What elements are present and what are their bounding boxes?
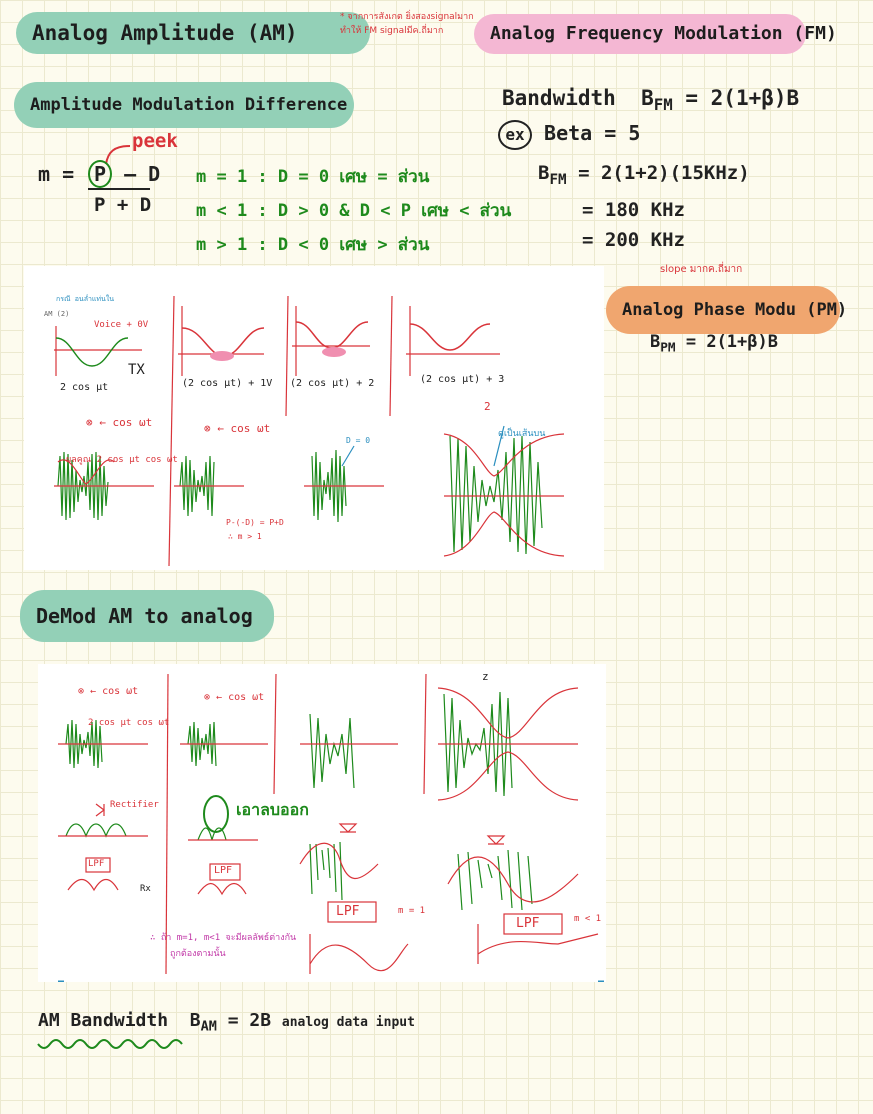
calc-line1: = 2(1+2)(15KHz)	[578, 162, 750, 184]
lpf-label-2: LPF	[214, 865, 233, 876]
pm-title: Analog Phase Modu (PM)	[622, 300, 848, 320]
m-eq-1-label: m = 1	[398, 906, 426, 916]
demod-drawing	[58, 673, 604, 982]
am-waveform-drawing	[54, 295, 565, 567]
pm-formula: BPM = 2(1+β)B	[650, 332, 778, 355]
rule-m-lt-1: m < 1 : D > 0 & D < P เศษ < ส่วน	[196, 201, 512, 221]
callout-label: เอาลบออก	[236, 800, 309, 819]
lpf-label-1: LPF	[88, 859, 105, 869]
peek-label: peek	[132, 130, 178, 152]
pm-title-pill: Analog Phase Modu (PM)	[606, 286, 847, 334]
am-bandwidth-sub: AM	[200, 1018, 217, 1035]
am-bandwidth-formula: = 2B	[227, 1010, 272, 1031]
expr4: (2 cos μt) + 3	[420, 374, 505, 385]
m-prefix: m =	[38, 162, 75, 186]
peek-arrow	[105, 145, 131, 165]
thai-note-line2: ทำให้ FM signalมีค.ถี่มาก	[340, 26, 444, 36]
z-label: z	[482, 670, 489, 683]
demod-title: DeMod AM to analog	[36, 604, 253, 628]
fraction-bar	[88, 188, 150, 190]
rule-m-eq-1: m = 1 : D = 0 เศษ = ส่วน	[196, 167, 430, 187]
amd-title: Amplitude Modulation Difference	[30, 95, 348, 115]
demod-multiply-label-1: ⊗ ← cos ωt	[78, 686, 139, 697]
m-numerator: P – D	[88, 160, 160, 188]
thai-note: * จากการสังเกต ยิ่งสองsignalมาก ทำให้ FM…	[340, 10, 474, 38]
am-bandwidth-label: AM Bandwidth	[38, 1010, 169, 1031]
calc-symbol: B	[538, 162, 550, 184]
voice-label: Voice + 0V	[94, 320, 149, 330]
fm-calculation: BFM = 2(1+2)(15KHz) = 180 KHz = 200 KHz	[538, 158, 750, 255]
demod-thai-note-line2: ถูกต้องตามนั้น	[170, 949, 226, 959]
numerator-rest: – D	[124, 162, 161, 186]
am-title-pill: Analog Amplitude (AM)	[16, 12, 370, 54]
demod-thai-note-line1: ∴ ถ้า m=1, m<1 จะมีผลลัพธ์ต่างกัน	[150, 933, 297, 943]
note-mid2: ∴ m > 1	[228, 532, 262, 541]
fig1-header: กรณี อนล่ำแท่นใน	[56, 295, 115, 303]
example-marker: ex	[498, 120, 532, 150]
fm-bandwidth-sub: FM	[653, 95, 673, 115]
d-zero-label: D = 0	[346, 436, 371, 445]
pm-sub: PM	[660, 340, 676, 356]
note-mid: P-(-D) = P+D	[226, 518, 284, 527]
multiply-label-2: ⊗ ← cos ωt	[204, 422, 271, 435]
tx-label: TX	[128, 362, 145, 378]
product-label: ผลคูณ 2 cos μt cos ωt	[66, 455, 178, 465]
fig1-header2: AM (2)	[44, 310, 70, 318]
beta-line: Beta = 5	[544, 121, 641, 145]
am-bandwidth-suffix: analog data input	[281, 1015, 415, 1030]
am-waveform-figure: กรณี อนล่ำแท่นใน AM (2) Voice + 0V TX 2 …	[24, 266, 604, 570]
demod-figure: ⊗ ← cos ωt ⊗ ← cos ωt 2 cos μt cos ωt Re…	[38, 664, 606, 982]
am-bandwidth: AM Bandwidth BAM = 2B analog data input	[38, 1010, 415, 1035]
fm-example: ex Beta = 5	[498, 120, 640, 150]
m-rules: m = 1 : D = 0 เศษ = ส่วน m < 1 : D > 0 &…	[196, 160, 511, 262]
top-note: ดูเป็นเส้นบน	[498, 429, 546, 439]
lpf-label-4: LPF	[516, 916, 540, 931]
thai-note-line1: * จากการสังเกต ยิ่งสองsignalมาก	[340, 12, 474, 22]
calc-line3: = 200 KHz	[582, 228, 685, 251]
pm-note: slope มากค.ถี่มาก	[660, 264, 743, 275]
m-denominator: P + D	[94, 194, 152, 216]
rectifier-label: Rectifier	[110, 800, 159, 810]
pm-formula-text: = 2(1+β)B	[685, 332, 778, 352]
fm-title-pill: Analog Frequency Modulation (FM)	[474, 14, 837, 54]
label-2: 2	[484, 400, 491, 413]
rule-m-gt-1: m > 1 : D < 0 เศษ > ส่วน	[196, 235, 430, 255]
expr1: 2 cos μt	[60, 382, 109, 393]
demod-multiply-label-2: ⊗ ← cos ωt	[204, 692, 265, 703]
fm-bandwidth-symbol: B	[641, 86, 654, 110]
calc-line2: = 180 KHz	[582, 198, 685, 221]
demod-thai-note: ∴ ถ้า m=1, m<1 จะมีผลลัพธ์ต่างกัน ถูกต้อ…	[150, 930, 296, 962]
am-bandwidth-symbol: B	[189, 1010, 201, 1031]
fm-bandwidth-formula: = 2(1+β)B	[685, 86, 800, 110]
am-title: Analog Amplitude (AM)	[32, 21, 298, 45]
demod-product-label: 2 cos μt cos ωt	[88, 718, 170, 728]
fm-bandwidth: Bandwidth BFM = 2(1+β)B	[502, 86, 799, 114]
fm-bandwidth-label: Bandwidth	[502, 86, 616, 110]
demod-title-pill: DeMod AM to analog	[20, 590, 274, 642]
lpf-label-3: LPF	[336, 904, 360, 919]
expr2: (2 cos μt) + 1V	[182, 378, 273, 389]
multiply-label-1: ⊗ ← cos ωt	[86, 416, 153, 429]
amd-title-pill: Amplitude Modulation Difference	[14, 82, 354, 128]
m-lt-1-label: m < 1	[574, 914, 602, 924]
fm-title: Analog Frequency Modulation (FM)	[490, 23, 837, 44]
calc-sub: FM	[549, 171, 567, 188]
squiggle-underline	[37, 1039, 183, 1049]
expr3: (2 cos μt) + 2	[290, 378, 375, 389]
pm-symbol: B	[650, 332, 661, 352]
rx-label: Rx	[140, 884, 151, 894]
numerator-p: P	[88, 160, 113, 188]
